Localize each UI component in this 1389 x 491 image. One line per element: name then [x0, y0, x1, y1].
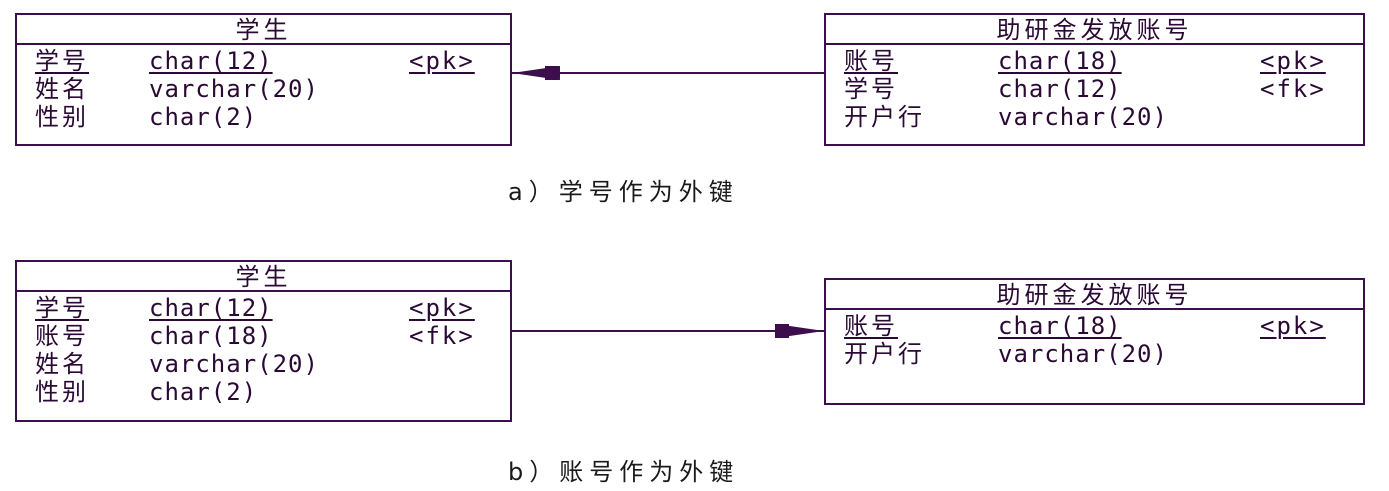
- table-row: 性别 char(2): [17, 378, 510, 406]
- table-row: 姓名 varchar(20): [17, 75, 510, 103]
- entity-title: 助研金发放账号: [826, 15, 1363, 45]
- column-type: char(18): [998, 312, 1122, 340]
- entity-account-b[interactable]: 助研金发放账号 账号 char(18) <pk> 开户行 varchar(20): [824, 278, 1365, 405]
- table-row: 学号 char(12) <pk>: [17, 47, 510, 75]
- relationship-a[interactable]: [512, 66, 824, 80]
- key-badge: <pk>: [409, 294, 475, 322]
- table-row: 账号 char(18) <fk>: [17, 322, 510, 350]
- entity-student-b[interactable]: 学生 学号 char(12) <pk> 账号 char(18) <fk> 姓名 …: [15, 260, 512, 422]
- table-row: 账号 char(18) <pk>: [826, 312, 1363, 340]
- column-name: 性别: [35, 103, 89, 131]
- arrow-tail-icon: [545, 66, 559, 80]
- entity-account-a[interactable]: 助研金发放账号 账号 char(18) <pk> 学号 char(12) <fk…: [824, 13, 1365, 146]
- column-type: varchar(20): [149, 350, 319, 378]
- column-name: 学号: [35, 47, 89, 75]
- column-name: 学号: [844, 75, 898, 103]
- column-type: char(12): [149, 294, 273, 322]
- table-row: 学号 char(12) <fk>: [826, 75, 1363, 103]
- relationship-b[interactable]: [512, 324, 824, 338]
- column-name: 开户行: [844, 340, 925, 368]
- column-name: 开户行: [844, 103, 925, 131]
- column-name: 姓名: [35, 350, 89, 378]
- entity-title: 学生: [17, 15, 510, 45]
- column-type: char(18): [998, 47, 1122, 75]
- column-name: 性别: [35, 378, 89, 406]
- entity-title: 助研金发放账号: [826, 280, 1363, 310]
- column-type: varchar(20): [149, 75, 319, 103]
- key-badge: <pk>: [409, 47, 475, 75]
- key-badge: <fk>: [409, 322, 475, 350]
- table-row: 开户行 varchar(20): [826, 340, 1363, 368]
- key-badge: <pk>: [1260, 312, 1326, 340]
- column-name: 账号: [844, 312, 898, 340]
- column-type: varchar(20): [998, 340, 1168, 368]
- column-type: char(2): [149, 378, 258, 406]
- table-row: 姓名 varchar(20): [17, 350, 510, 378]
- column-name: 账号: [35, 322, 89, 350]
- arrow-head-icon: [776, 324, 824, 338]
- caption-a: a）学号作为外键: [508, 178, 739, 206]
- column-type: char(12): [998, 75, 1122, 103]
- column-name: 姓名: [35, 75, 89, 103]
- entity-student-a[interactable]: 学生 学号 char(12) <pk> 姓名 varchar(20) 性别 ch…: [15, 13, 512, 146]
- column-type: char(18): [149, 322, 273, 350]
- column-type: varchar(20): [998, 103, 1168, 131]
- column-name: 学号: [35, 294, 89, 322]
- column-type: char(2): [149, 103, 258, 131]
- arrow-tail-icon: [775, 324, 789, 338]
- table-row: 学号 char(12) <pk>: [17, 294, 510, 322]
- table-row: 开户行 varchar(20): [826, 103, 1363, 131]
- table-row: 账号 char(18) <pk>: [826, 47, 1363, 75]
- caption-b: b）账号作为外键: [508, 458, 740, 486]
- key-badge: <pk>: [1260, 47, 1326, 75]
- entity-title: 学生: [17, 262, 510, 292]
- column-type: char(12): [149, 47, 273, 75]
- key-badge: <fk>: [1260, 75, 1326, 103]
- column-name: 账号: [844, 47, 898, 75]
- table-row: 性别 char(2): [17, 103, 510, 131]
- arrow-head-icon: [512, 66, 560, 80]
